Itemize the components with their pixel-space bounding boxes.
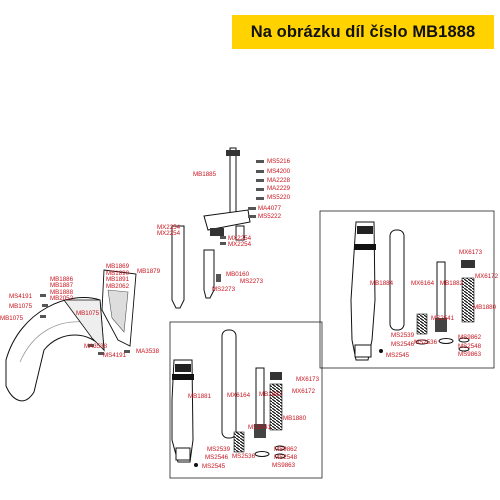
- label-ms9862-r: MS9862: [458, 334, 482, 341]
- label-ma3538-b: MA3538: [136, 348, 160, 355]
- left-fork-group: MX6173 MB1881 MX6164 MB1882 MX6172 MB188…: [169, 321, 323, 479]
- steering-stem-group: MB1885 MS5216 MS4200 MA2228 MA2229 MS522…: [137, 147, 291, 309]
- label-mb1075-c: MB1075: [76, 310, 100, 317]
- label-mb1880-r: MB1880: [473, 304, 497, 311]
- right-fork-group: MX6173 MB1884 MX6164 MB1882 MX6172 MB188…: [319, 210, 499, 369]
- label-mb1881: MB1881: [188, 393, 212, 400]
- label-ms2545-l: MS2545: [202, 463, 226, 470]
- label-mx2254-c: MX2254: [228, 235, 252, 242]
- label-mb1885: MB1885: [193, 171, 217, 178]
- label-mb2052: MB2052: [50, 295, 74, 302]
- label-ms2548-r: MS2548: [458, 343, 482, 350]
- label-ms5220: MS5220: [267, 194, 291, 201]
- label-mx2254-b: MX2254: [157, 230, 181, 237]
- label-ms5216: MS5216: [267, 158, 291, 165]
- label-mx6164-r: MX6164: [411, 280, 435, 287]
- label-mb1879: MB1879: [137, 268, 161, 275]
- label-mb1882-l: MB1882: [259, 391, 283, 398]
- label-mb2062: MB2062: [106, 283, 130, 290]
- label-mx6173-r: MX6173: [459, 249, 483, 256]
- label-mb1888: MB1888: [50, 289, 74, 296]
- label-mx6172-r: MX6172: [475, 273, 499, 280]
- label-ms9862-l: MS9862: [274, 446, 298, 453]
- front-fender-group: MB1869 MB1890 MB1891 MB2062 MB1886 MB188…: [0, 263, 160, 402]
- label-mx6173-l: MX6173: [296, 376, 320, 383]
- label-ma2229: MA2229: [267, 185, 291, 192]
- label-mb1890: MB1890: [106, 270, 130, 277]
- label-ms2548-l: MS2548: [274, 454, 298, 461]
- label-mb1075-b: MB1075: [0, 315, 24, 322]
- label-ms2541-r: MS2541: [431, 315, 455, 322]
- label-mb1075-a: MB1075: [9, 303, 33, 310]
- label-mx2254-a: MX2254: [157, 224, 181, 231]
- label-mb1886: MB1886: [50, 276, 74, 283]
- label-ms4200: MS4200: [267, 168, 291, 175]
- label-mb1887: MB1887: [50, 282, 74, 289]
- label-ms4191-a: MS4191: [9, 293, 33, 300]
- label-mx6164-l: MX6164: [227, 392, 251, 399]
- label-ms2545-r: MS2545: [386, 352, 410, 359]
- part-number-banner: Na obrázku díl číslo MB1888: [232, 15, 494, 49]
- right-fork-frame: [319, 210, 495, 369]
- label-mb1869: MB1869: [106, 263, 130, 270]
- label-ms5222: MS5222: [258, 213, 282, 220]
- label-ms9863-l: MS9863: [272, 462, 296, 469]
- label-ms2539-r: MS2539: [391, 332, 415, 339]
- label-ma4077: MA4077: [258, 205, 282, 212]
- label-mb0160: MB0160: [226, 271, 250, 278]
- label-ma3538-a: MA3538: [84, 343, 108, 350]
- label-mx6172-l: MX6172: [292, 388, 316, 395]
- label-ms2536-l: MS2536: [232, 453, 256, 460]
- left-fork-frame: [169, 321, 323, 479]
- label-mb1882-r: MB1882: [440, 280, 464, 287]
- label-ms9863-r: MS9863: [458, 351, 482, 358]
- label-ms2546-r: MS2546: [391, 341, 415, 348]
- label-ms2546-l: MS2546: [205, 454, 229, 461]
- label-ms2536-r: MS2536: [414, 339, 438, 346]
- label-ma2228: MA2228: [267, 177, 291, 184]
- label-ms2539-l: MS2539: [207, 446, 231, 453]
- label-ms4191-b: MS4191: [103, 352, 127, 359]
- label-ms2273-b: MS2273: [212, 286, 236, 293]
- label-ms2541-l: MS2541: [248, 424, 272, 431]
- label-ms2273-a: MS2273: [240, 278, 264, 285]
- label-mb1880-l: MB1880: [283, 415, 307, 422]
- label-mx2254-d: MX2254: [228, 241, 252, 248]
- label-mb1884: MB1884: [370, 280, 394, 287]
- label-mb1891: MB1891: [106, 276, 130, 283]
